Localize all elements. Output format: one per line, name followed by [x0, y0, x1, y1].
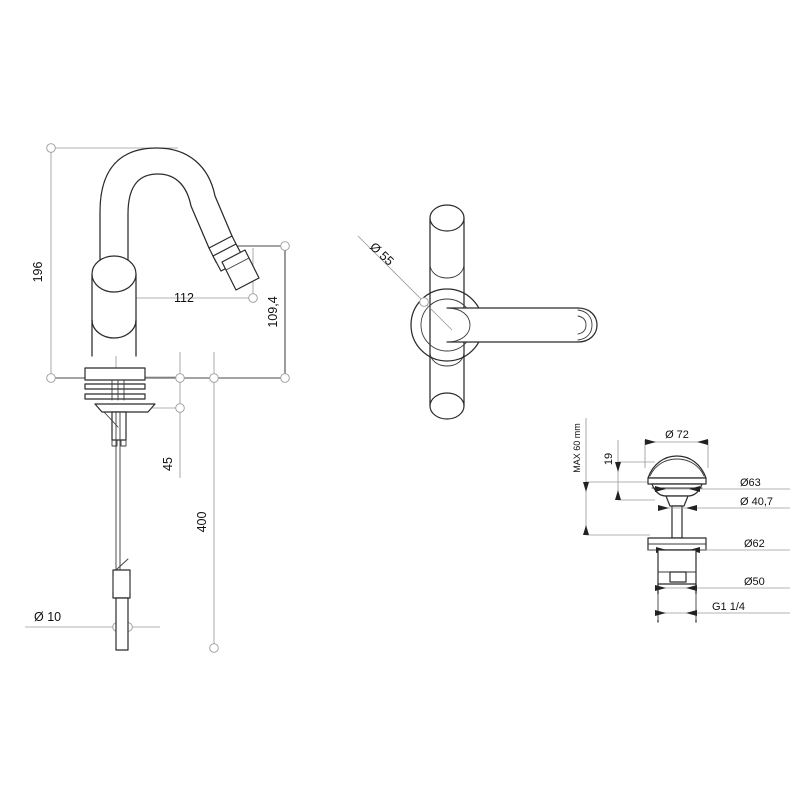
dim-label-dia-40-7: Ø 40,7 — [740, 496, 773, 508]
handle-side-view — [357, 204, 598, 420]
dim-node — [209, 373, 219, 383]
faucet-base-plate — [84, 367, 156, 447]
front-view-dimension-frame — [25, 143, 290, 653]
handle-lever-arm — [446, 307, 598, 343]
dim-label-19: 19 — [603, 453, 615, 465]
dim-label-112: 112 — [174, 291, 194, 305]
dim-node — [46, 143, 56, 153]
dim-label-max-60: MAX 60 mm — [572, 423, 582, 473]
dim-label-dia-72: Ø 72 — [665, 429, 689, 441]
dim-node — [175, 403, 185, 413]
dim-node — [419, 297, 429, 307]
dim-label-g1-1-4: G1 1/4 — [712, 601, 745, 613]
faucet-front-view — [84, 147, 260, 651]
dim-label-45: 45 — [161, 457, 175, 471]
dim-label-dia-50: Ø50 — [744, 576, 765, 588]
dim-node — [175, 373, 185, 383]
dim-node — [209, 643, 219, 653]
waste-cap — [647, 455, 707, 485]
dim-node — [46, 373, 56, 383]
dim-node — [248, 293, 258, 303]
rod-end-fitting — [112, 558, 131, 651]
spout-aerator — [208, 235, 260, 291]
dim-node — [280, 241, 290, 251]
dim-label-dia-55: Ø 55 — [367, 240, 396, 269]
dim-label-dia-63: Ø63 — [740, 477, 761, 489]
dim-label-109-4: 109,4 — [266, 296, 280, 327]
faucet-body-cylinder — [91, 255, 137, 357]
dim-label-dia-10: Ø 10 — [34, 610, 61, 624]
dim-label-dia-62: Ø62 — [744, 538, 765, 550]
dim-label-400: 400 — [195, 512, 209, 533]
handle-upper-column — [429, 204, 465, 321]
pop-up-rod — [115, 411, 121, 571]
waste-body — [657, 549, 697, 585]
dim-label-196: 196 — [31, 262, 45, 283]
waste-assembly-view — [583, 418, 790, 623]
waste-stem-seat — [665, 495, 689, 539]
waste-thread-outlet — [657, 583, 697, 623]
dim-node — [280, 373, 290, 383]
